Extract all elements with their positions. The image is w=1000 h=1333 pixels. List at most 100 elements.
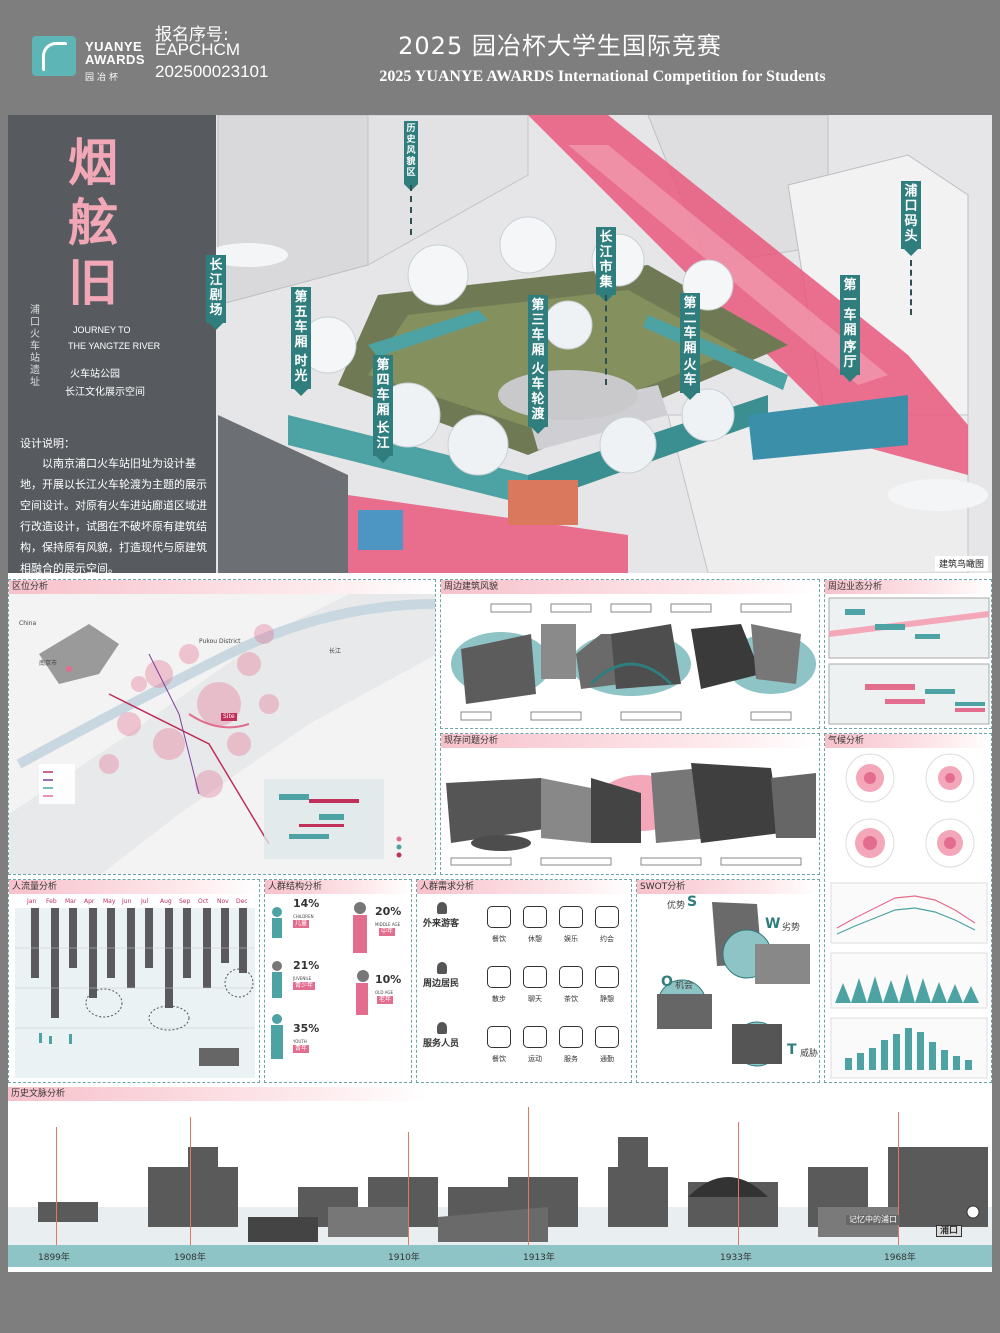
need-icon bbox=[595, 906, 619, 928]
climate-charts bbox=[830, 753, 988, 1079]
tag-car-1-theme: 序厅 bbox=[840, 337, 860, 382]
title-char-3: 旧 bbox=[68, 254, 118, 312]
tag-car-2: 第二车厢 bbox=[680, 293, 700, 368]
timeline-year: 1908年 bbox=[174, 1253, 206, 1263]
logo-text-en: YUANYE AWARDS bbox=[85, 39, 146, 67]
tag-history-district: 历史风貌区 bbox=[404, 121, 418, 191]
memory-banner: 记忆中的浦口 bbox=[846, 1215, 900, 1225]
section-title: 人群结构分析 bbox=[265, 880, 411, 894]
timeline-year: 1913年 bbox=[523, 1253, 555, 1263]
juvenile-label-en: JUVENILE bbox=[293, 976, 312, 981]
subtitle-cn-2: 长江文化展示空间 bbox=[65, 387, 145, 398]
problem-photo-collage bbox=[446, 763, 816, 866]
person-icon bbox=[437, 902, 447, 914]
section-title: 人流量分析 bbox=[9, 880, 259, 894]
need-icon bbox=[559, 1026, 583, 1048]
juvenile-label-cn: 青少年 bbox=[293, 982, 316, 990]
need-label: 餐饮 bbox=[492, 1055, 506, 1063]
swot-threat-label: 威胁 bbox=[800, 1049, 819, 1059]
juvenile-percent: 21% bbox=[293, 959, 320, 972]
business-maps bbox=[828, 597, 990, 725]
month-label: Dec bbox=[236, 898, 248, 905]
month-label: Jun bbox=[122, 898, 132, 905]
need-label: 餐饮 bbox=[492, 935, 506, 943]
person-icon bbox=[437, 1022, 447, 1034]
timeline-marker-line bbox=[528, 1107, 529, 1247]
building-photo-collage bbox=[451, 603, 816, 721]
surrounding-business-panel: 周边业态分析 bbox=[824, 579, 992, 729]
title-char-1: 烟 bbox=[68, 134, 118, 192]
need-label: 运动 bbox=[528, 1055, 542, 1063]
swot-strength-letter: S bbox=[687, 894, 698, 910]
month-label: Apr bbox=[84, 898, 95, 905]
swot-weakness-label: 劣势 bbox=[782, 923, 801, 933]
registration-number: 202500023101 bbox=[155, 62, 269, 81]
swot-opportunity-label: 机会 bbox=[675, 981, 694, 991]
section-title: 区位分析 bbox=[9, 580, 435, 594]
registration-label: 报名序号: bbox=[155, 25, 229, 45]
tag-car-5: 第五车厢 bbox=[291, 287, 311, 362]
tag-car-4: 第四车厢 bbox=[373, 355, 393, 430]
crowd-figures bbox=[271, 902, 369, 1059]
need-label: 聊天 bbox=[528, 995, 542, 1003]
timeline-year: 1910年 bbox=[388, 1253, 420, 1263]
needs-group-name: 外来游客 bbox=[423, 919, 460, 929]
swot-panel: SWOT分析 优势 S W 劣势 O 机会 T 威胁 bbox=[636, 879, 820, 1083]
old-age-label-en: OLD AGE bbox=[375, 990, 394, 995]
tag-leader-line bbox=[605, 295, 607, 385]
need-label: 茶饮 bbox=[564, 995, 578, 1003]
month-label: Feb bbox=[46, 898, 57, 905]
need-label: 服务 bbox=[564, 1055, 578, 1063]
registration-code: EAPCHCM bbox=[155, 40, 241, 59]
need-icon bbox=[523, 906, 547, 928]
needs-group-name: 服务人员 bbox=[423, 1039, 460, 1049]
hero-aerial-view: 烟 舷 旧 浦口火车站遗址 JOURNEY TO THE YANGTZE RIV… bbox=[8, 115, 992, 573]
month-label: Nov bbox=[217, 898, 229, 905]
section-title: SWOT分析 bbox=[637, 880, 819, 894]
history-panel: 历史文脉分析 记忆中的浦口 浦口 bbox=[8, 1087, 992, 1272]
tag-car-2-theme: 火车 bbox=[680, 355, 700, 400]
swot-threat-letter: T bbox=[787, 1042, 797, 1058]
history-collage bbox=[8, 1137, 992, 1247]
yuanye-logo-icon bbox=[32, 36, 76, 76]
flow-chart bbox=[15, 908, 255, 1078]
tag-leader-line bbox=[410, 185, 412, 235]
aerial-illustration bbox=[208, 115, 988, 573]
middle-age-percent: 20% bbox=[375, 905, 402, 918]
subtitle-cn-1: 火车站公园 bbox=[70, 369, 120, 380]
surrounding-buildings-panel: 周边建筑风貌 bbox=[440, 579, 820, 729]
month-label: Jan bbox=[27, 898, 37, 905]
need-label: 约会 bbox=[600, 935, 614, 943]
timeline-marker-line bbox=[56, 1127, 57, 1247]
tag-pukou-wharf: 浦口码头 bbox=[901, 181, 921, 256]
needs-grid: 外来游客餐饮休憩娱乐约会周边居民散步聊天茶饮静憩服务人员餐饮运动服务通勤 bbox=[417, 898, 631, 1082]
swot-opportunity-letter: O bbox=[661, 974, 673, 990]
youth-percent: 35% bbox=[293, 1022, 320, 1035]
pukou-stamp: 浦口 bbox=[936, 1225, 963, 1237]
need-icon bbox=[595, 1026, 619, 1048]
label-nanjing: 南京市 bbox=[39, 660, 58, 667]
children-label-cn: 儿童 bbox=[293, 920, 310, 928]
need-icon bbox=[487, 1026, 511, 1048]
poster-board: 烟 舷 旧 浦口火车站遗址 JOURNEY TO THE YANGTZE RIV… bbox=[8, 115, 992, 1272]
month-label: Jul bbox=[141, 898, 149, 905]
section-title: 周边建筑风貌 bbox=[441, 580, 819, 594]
location-analysis-panel: 区位分析 China 南京市 P bbox=[8, 579, 436, 875]
timeline-band bbox=[8, 1245, 992, 1267]
need-icon bbox=[523, 966, 547, 988]
title-panel: 烟 舷 旧 浦口火车站遗址 JOURNEY TO THE YANGTZE RIV… bbox=[8, 115, 216, 573]
location-map bbox=[9, 594, 435, 874]
need-label: 休憩 bbox=[528, 935, 542, 943]
need-icon bbox=[559, 906, 583, 928]
old-age-label-cn: 老年 bbox=[377, 996, 394, 1004]
design-notes-title: 设计说明： bbox=[20, 437, 75, 450]
month-label: Oct bbox=[198, 898, 209, 905]
climate-panel: 气候分析 bbox=[824, 733, 992, 1083]
section-title: 历史文脉分析 bbox=[8, 1087, 428, 1101]
person-icon bbox=[437, 962, 447, 974]
tag-car-3-theme: 火车轮渡 bbox=[528, 359, 548, 434]
timeline-marker-line bbox=[898, 1112, 899, 1247]
middle-age-label-en: MIDDLE AGE bbox=[375, 922, 401, 927]
timeline-year: 1968年 bbox=[884, 1253, 916, 1263]
